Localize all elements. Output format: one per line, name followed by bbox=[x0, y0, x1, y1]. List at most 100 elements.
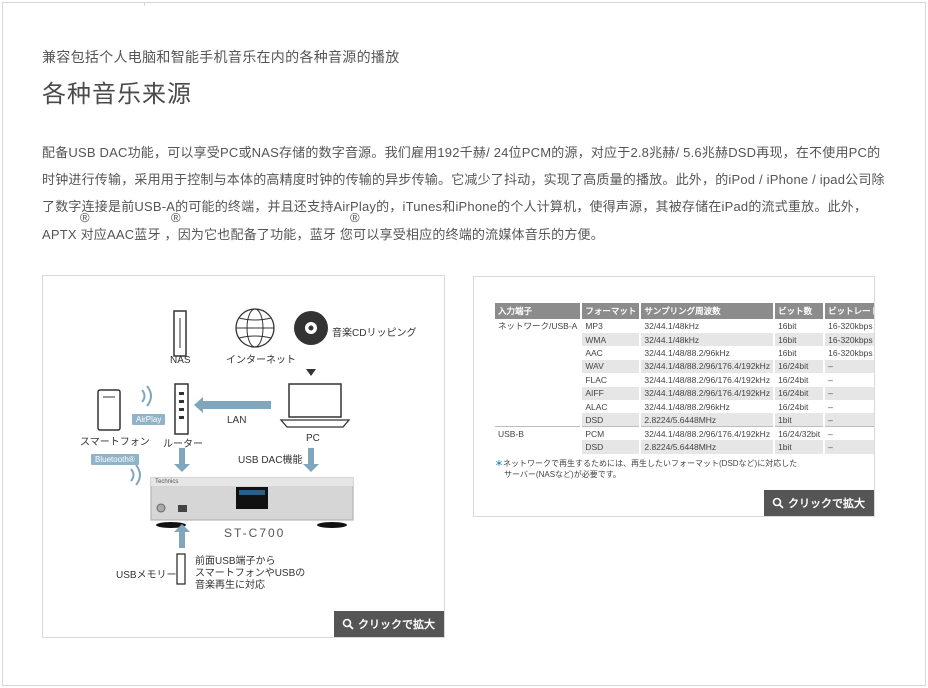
body-line: 了数字连接是前USB-A的可能的终端，并且还支持AirPlay的，iTunes和… bbox=[42, 199, 868, 214]
usb-memory-label: USBメモリー bbox=[116, 570, 177, 581]
zoom-button[interactable]: クリックで拡大 bbox=[334, 611, 444, 637]
table-cell: 32/44.1/48kHz bbox=[640, 333, 776, 347]
zoom-label: クリックで拡大 bbox=[788, 498, 865, 510]
table-cell: 2.8224/5.6448MHz bbox=[640, 413, 776, 427]
table-cell bbox=[495, 413, 583, 427]
note-line: サーバー(NASなど)が必要です。 bbox=[504, 470, 621, 479]
tab-divider bbox=[3, 3, 145, 6]
table-cell: 16/24bit bbox=[774, 373, 826, 387]
cd-icon bbox=[294, 311, 328, 345]
col-header: 入力端子 bbox=[495, 303, 583, 319]
table-cell: 1bit bbox=[774, 413, 826, 427]
table-cell: 2.8224/5.6448MHz bbox=[640, 440, 776, 454]
table-cell: 16bit bbox=[774, 319, 826, 333]
table-cell: 16-320kbps bbox=[824, 333, 874, 347]
nas-label: NAS bbox=[170, 355, 191, 366]
router-label: ルーター bbox=[163, 439, 203, 450]
table-cell: AAC bbox=[581, 346, 642, 360]
col-header: ビットレート bbox=[824, 303, 874, 319]
table-cell: 32/44.1/48/88.2/96/176.4/192kHz bbox=[640, 426, 776, 441]
table-cell: 16/24bit bbox=[774, 399, 826, 414]
front-usb-line: 音楽再生に対応 bbox=[195, 580, 265, 591]
table-cell: 32/44.1/48/88.2/96/176.4/192kHz bbox=[640, 386, 776, 400]
registered-mark: ® bbox=[80, 210, 90, 225]
table-cell: 16bit bbox=[774, 346, 826, 360]
body-line: APTX 对应AAC蓝牙 ，因为它也配备了功能，蓝牙 您可以享受相应的终端的流媒… bbox=[42, 227, 604, 242]
laptop-icon bbox=[279, 383, 351, 428]
table-cell: 32/44.1/48/88.2/96/176.4/192kHz bbox=[640, 373, 776, 387]
airplay-badge: AirPlay bbox=[132, 414, 166, 425]
table-cell bbox=[495, 399, 583, 414]
body-line: 时钟进行传输，采用用于控制与本体的高精度时钟的传输的异步传输。它减少了抖动，实现… bbox=[42, 172, 885, 187]
table-cell: DSD bbox=[581, 413, 642, 427]
table-cell: – bbox=[824, 426, 874, 441]
st-c700-unit-image bbox=[150, 477, 354, 528]
spec-table-image[interactable]: 入力端子 フォーマット サンプリング周波数 ビット数 ビットレート ネットワーク… bbox=[473, 276, 875, 517]
table-cell bbox=[495, 346, 583, 360]
table-cell: – bbox=[824, 359, 874, 374]
table-cell: 1bit bbox=[774, 440, 826, 454]
table-cell: – bbox=[824, 440, 874, 454]
pc-label: PC bbox=[306, 433, 320, 444]
table-cell bbox=[495, 333, 583, 347]
table-cell: 16-320kbps bbox=[824, 346, 874, 360]
table-cell: DSD bbox=[581, 440, 642, 454]
table-cell: 16bit bbox=[774, 333, 826, 347]
table-cell: PCM bbox=[581, 426, 642, 441]
table-cell: AIFF bbox=[581, 386, 642, 400]
table-cell: 16-320kbps bbox=[824, 319, 874, 333]
body-line: 配备USB DAC功能，可以享受PC或NAS存储的数字音源。我们雇用192千赫/… bbox=[42, 145, 881, 160]
table-cell: WAV bbox=[581, 359, 642, 374]
globe-icon bbox=[235, 308, 275, 348]
smartphone-icon bbox=[97, 389, 121, 431]
section-subtitle: 兼容包括个人电脑和智能手机音乐在内的各种音源的播放 bbox=[42, 49, 400, 65]
registered-mark: ® bbox=[171, 210, 181, 225]
table-cell: – bbox=[824, 413, 874, 427]
table-cell: FLAC bbox=[581, 373, 642, 387]
zoom-label: クリックで拡大 bbox=[358, 619, 435, 631]
table-cell: ネットワーク/USB-A bbox=[495, 319, 583, 333]
zoom-button[interactable]: クリックで拡大 bbox=[764, 490, 874, 516]
model-label: ST-C700 bbox=[224, 526, 286, 540]
table-cell: – bbox=[824, 373, 874, 387]
brand-label: Technics bbox=[155, 479, 179, 485]
col-header: ビット数 bbox=[774, 303, 826, 319]
table-cell: 32/44.1/48/88.2/96kHz bbox=[640, 346, 776, 360]
table-cell: ALAC bbox=[581, 399, 642, 414]
lan-label: LAN bbox=[227, 415, 247, 426]
col-header: サンプリング周波数 bbox=[640, 303, 776, 319]
usb-memory-icon bbox=[176, 553, 186, 585]
magnifier-icon bbox=[342, 618, 354, 630]
table-cell: 32/44.1/48/88.2/96/176.4/192kHz bbox=[640, 359, 776, 374]
table-cell: MP3 bbox=[581, 319, 642, 333]
registered-mark: ® bbox=[350, 210, 360, 225]
system-diagram-image[interactable]: NAS インターネット 音楽CDリッピング LAN ルーター PC スマートフォ… bbox=[42, 275, 445, 638]
table-cell: – bbox=[824, 399, 874, 414]
table-cell: – bbox=[824, 386, 874, 400]
table-cell: 32/44.1/48/88.2/96kHz bbox=[640, 399, 776, 414]
cd-ripping-label: 音楽CDリッピング bbox=[332, 328, 417, 339]
usb-dac-label: USB DAC機能 bbox=[238, 455, 303, 466]
table-cell: 32/44.1/48kHz bbox=[640, 319, 776, 333]
table-cell bbox=[495, 373, 583, 387]
table-cell bbox=[495, 359, 583, 374]
note-line: ネットワークで再生するためには、再生したいフォーマット(DSDなど)に対応した bbox=[503, 459, 798, 468]
table-note: ＊ネットワークで再生するためには、再生したいフォーマット(DSDなど)に対応した… bbox=[495, 458, 797, 480]
table-cell bbox=[495, 386, 583, 400]
table-cell: 16/24bit bbox=[774, 386, 826, 400]
table-cell bbox=[495, 440, 583, 454]
front-usb-line: 前面USB端子から bbox=[195, 556, 276, 567]
col-header: フォーマット bbox=[581, 303, 642, 319]
diagram-graphic bbox=[97, 308, 354, 585]
table-cell: WMA bbox=[581, 333, 642, 347]
table-cell: 16/24/32bit bbox=[774, 426, 826, 441]
